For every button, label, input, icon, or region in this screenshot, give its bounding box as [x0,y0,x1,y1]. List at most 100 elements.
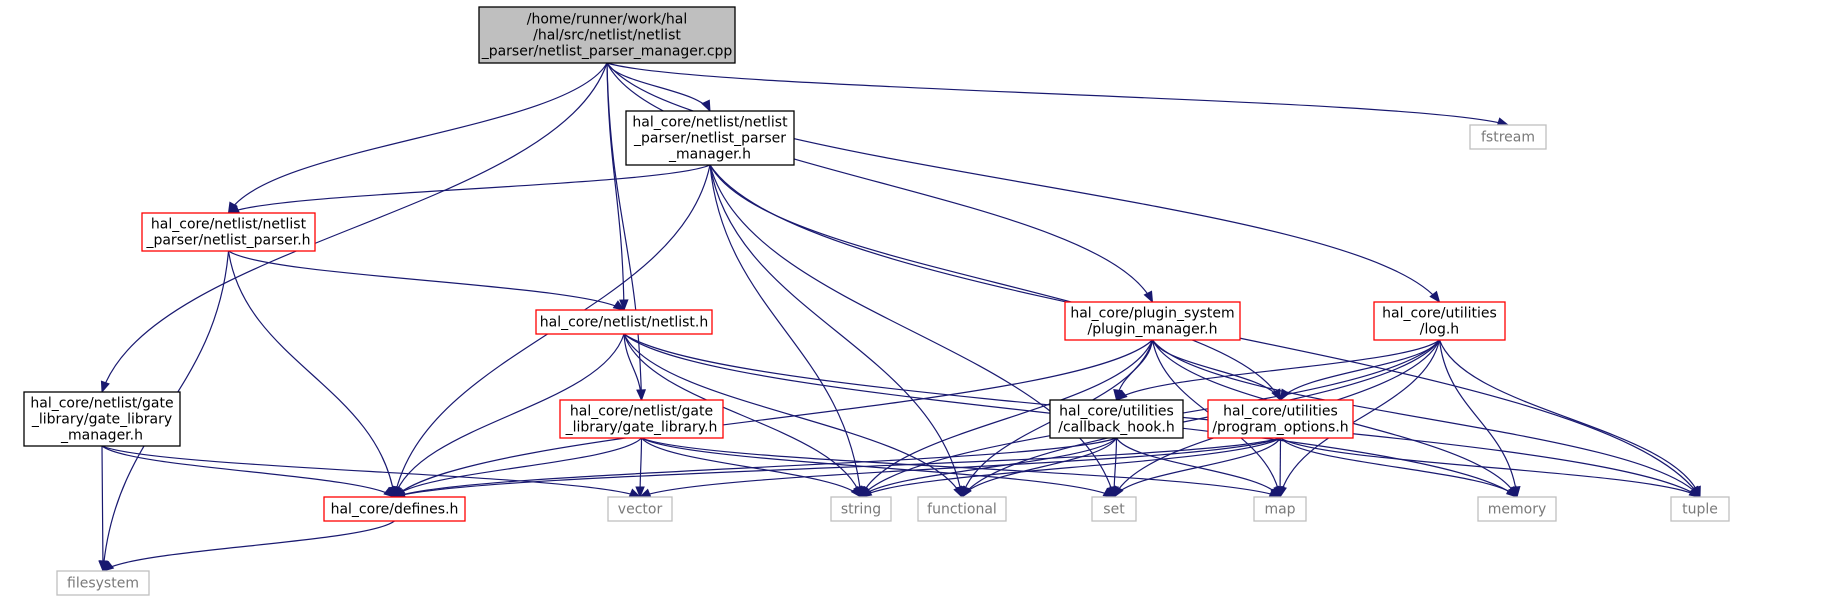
edge-glm-h-to-defines-h [101,445,395,498]
node-box [1373,301,1506,341]
node-box [23,391,181,447]
edge-arrowhead [1113,485,1124,499]
edge-root-to-fstream [606,62,1509,126]
edge-arrowhead [636,389,646,402]
node-memory: memory [1477,496,1557,522]
edge-root-to-npm-h [606,62,711,112]
edge-npm-h-to-np-h [228,164,711,214]
nodes-layer: /home/runner/work/hal/hal/src/netlist/ne… [23,6,1730,596]
node-set: set [1091,496,1137,522]
node-cb-h[interactable]: hal_core/utilities/callback_hook.h [1049,399,1184,439]
edge-arrowhead [100,380,110,394]
node-box [323,496,466,522]
node-label-line: _parser/netlist_parser.h [145,233,310,249]
edge-arrowhead [612,300,626,311]
node-pm-h[interactable]: hal_core/plugin_system/plugin_manager.h [1064,301,1241,341]
node-box [917,496,1007,522]
node-box [1253,496,1307,522]
edge-gl-h-to-defines-h [394,437,642,498]
node-label-line: _parser/netlist_parser [633,131,786,147]
edge-po-h-to-memory [1280,437,1518,498]
node-label-line: /callback_hook.h [1058,420,1174,436]
node-label-line: functional [927,502,997,518]
node-label-line: _manager.h [60,428,143,444]
edge-log-h-to-map [1279,339,1441,498]
edge-arrowhead [101,560,115,572]
node-netlist-h[interactable]: hal_core/netlist/netlist.h [535,309,713,335]
node-label-line: _library/gate_library.h [565,420,718,436]
edge-arrowhead [1143,290,1154,304]
edge-netlist-h-to-string [623,333,862,498]
node-root[interactable]: /home/runner/work/hal/hal/src/netlist/ne… [478,6,736,64]
edge-npm-h-to-po-h [709,164,1282,401]
node-label-line: hal_core/netlist/gate [570,404,713,420]
node-box [141,212,316,252]
edge-arrowhead [635,486,645,499]
edge-arrowhead [961,485,972,499]
node-label-line: hal_core/netlist/netlist [632,115,788,131]
node-box [607,496,673,522]
node-label-line: map [1264,502,1295,518]
node-label-line: string [841,502,881,518]
node-defines-h[interactable]: hal_core/defines.h [323,496,466,522]
edge-cb-h-to-functional [961,437,1118,498]
edge-npm-h-to-functional [709,164,963,498]
node-label-line: /hal/src/netlist/netlist [533,28,681,44]
node-label-line: _library/gate_library [31,412,172,428]
node-box [56,570,150,596]
edge-po-h-to-vector [639,437,1281,498]
edge-log-h-to-cb-h [1116,339,1440,401]
node-label-line: tuple [1682,502,1718,518]
node-npm-h[interactable]: hal_core/netlist/netlist_parser/netlist_… [625,110,795,166]
edge-glm-h-to-vector [101,445,641,498]
edge-np-h-to-defines-h [227,250,396,498]
node-po-h[interactable]: hal_core/utilities/program_options.h [1207,399,1354,439]
node-np-h[interactable]: hal_core/netlist/netlist_parser/netlist_… [141,212,316,252]
edge-arrowhead [383,486,396,498]
node-box [1064,301,1241,341]
node-label-line: hal_core/utilities [1059,404,1174,420]
edge-glm-h-to-filesystem [101,445,104,572]
node-box [1091,496,1137,522]
edge-pm-h-to-po-h [1151,339,1282,401]
edge-arrowhead [859,487,873,498]
edge-log-h-to-tuple [1438,339,1701,498]
node-box [1670,496,1730,522]
node-label-line: hal_core/plugin_system [1070,306,1234,322]
node-label-line: /home/runner/work/hal [527,12,688,28]
edge-root-to-netlist-h [606,62,625,311]
edge-arrowhead [1102,487,1116,498]
edge-cb-h-to-string [860,437,1117,498]
edge-root-to-glm-h [101,62,608,393]
edge-root-to-pm-h [606,62,1154,303]
node-box [1477,496,1557,522]
node-string: string [830,496,892,522]
edge-po-h-to-set [1113,437,1282,498]
edge-arrowhead [850,485,862,499]
edge-arrowhead [1275,486,1285,499]
node-functional: functional [917,496,1007,522]
node-gl-h[interactable]: hal_core/netlist/gate_library/gate_libra… [559,399,724,439]
edge-netlist-h-to-defines-h [393,333,625,498]
edge-np-h-to-netlist-h [228,250,625,311]
edge-defines-h-to-filesystem [102,520,395,572]
node-label-line: /log.h [1420,322,1459,338]
edge-arrowhead [701,99,711,113]
edge-log-h-to-functional [961,339,1440,498]
node-glm-h[interactable]: hal_core/netlist/gate_library/gate_libra… [23,391,181,447]
node-label-line: vector [618,502,663,518]
node-label-line: /program_options.h [1212,420,1348,436]
edge-arrowhead [1506,486,1518,499]
node-box [1207,399,1354,439]
edge-arrowhead [1115,389,1128,401]
node-label-line: hal_core/utilities [1382,306,1497,322]
edge-cb-h-to-defines-h [394,437,1117,498]
node-label-line: hal_core/netlist/gate [30,396,173,412]
node-log-h[interactable]: hal_core/utilities/log.h [1373,301,1506,341]
node-tuple: tuple [1670,496,1730,522]
node-box [559,399,724,439]
edge-po-h-to-defines-h [394,437,1281,498]
edge-arrowhead [619,299,629,312]
node-filesystem: filesystem [56,570,150,596]
